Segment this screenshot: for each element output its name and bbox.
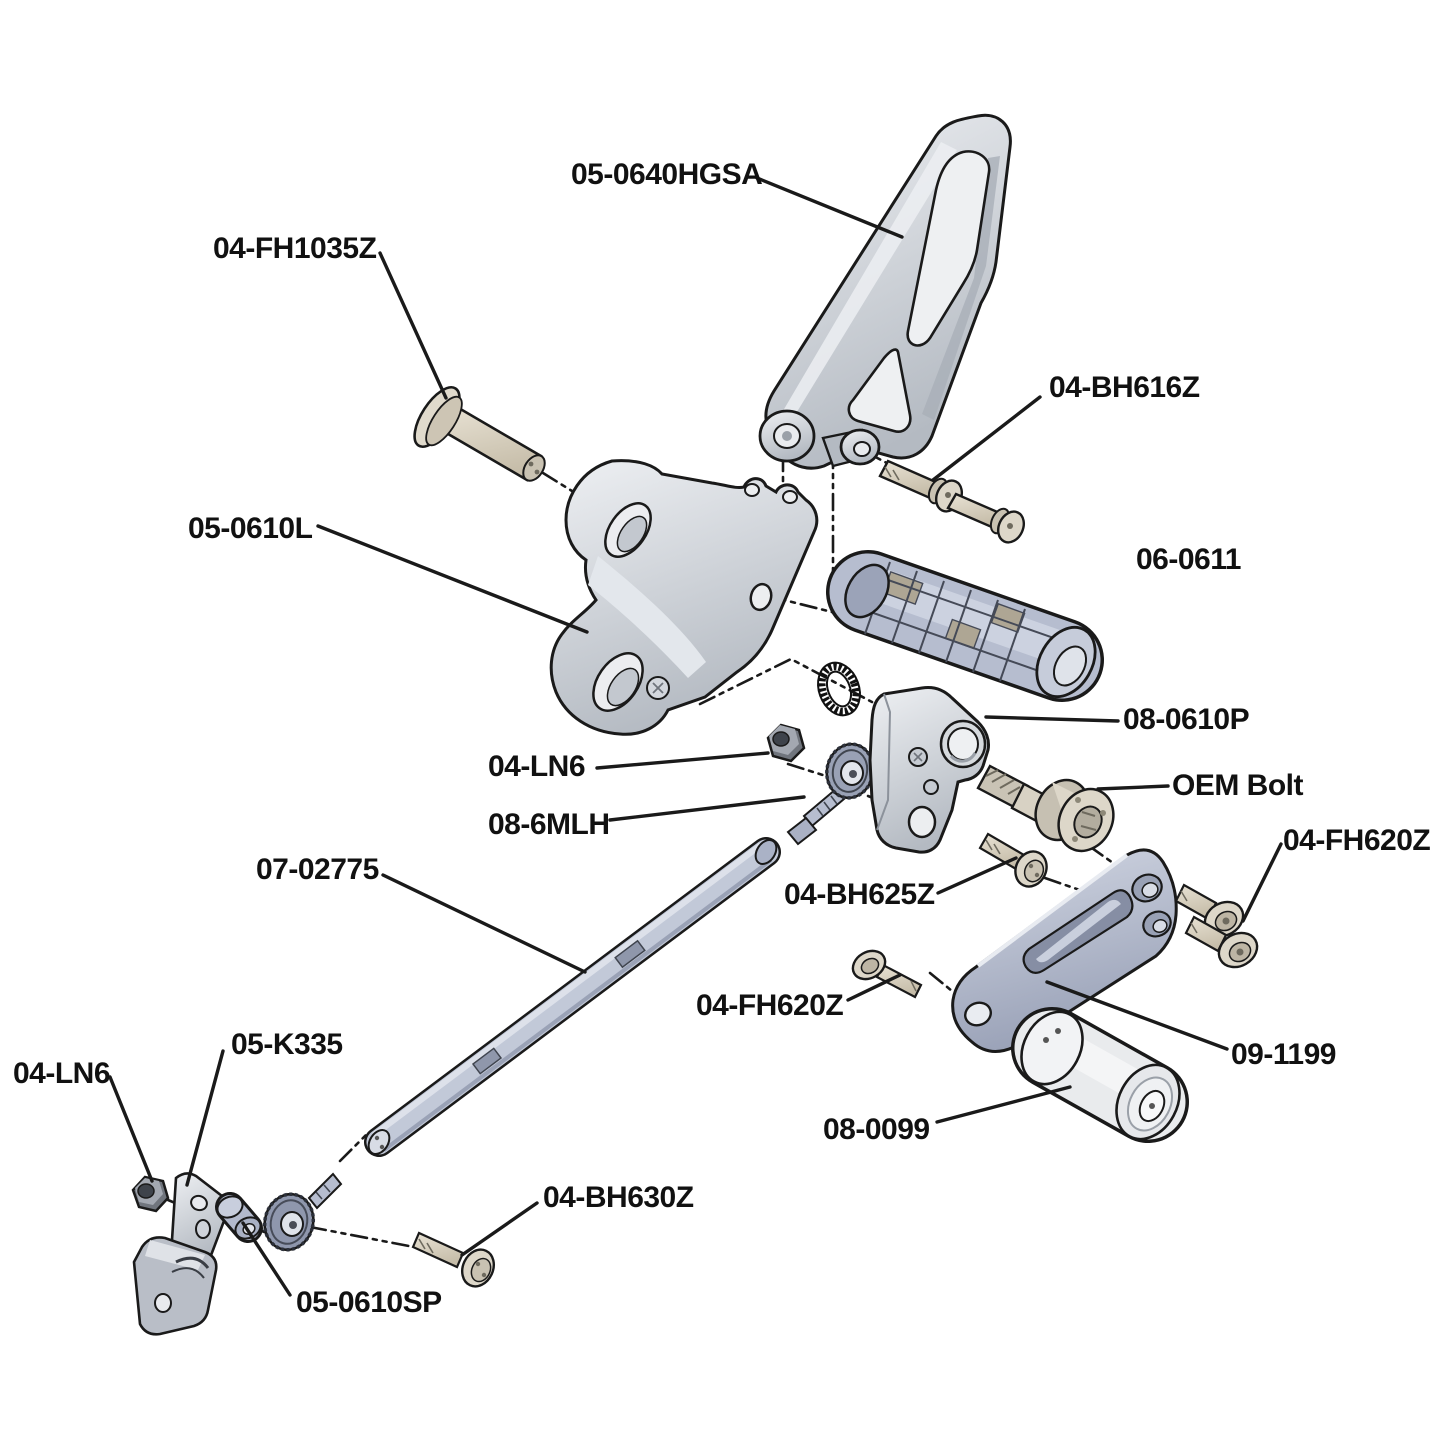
part-footpeg-06-0611 bbox=[826, 550, 1104, 702]
spacer-08-0099 bbox=[1011, 1007, 1189, 1143]
part-label-0610l: 05-0610L bbox=[188, 512, 313, 545]
leader-bh630z bbox=[460, 1201, 539, 1257]
part-peg-mount-08-0610p bbox=[868, 686, 990, 854]
part-label-oem-bolt: OEM Bolt bbox=[1172, 769, 1304, 802]
part-label-ln6-middle: 04-LN6 bbox=[488, 750, 586, 783]
part-label-0099: 08-0099 bbox=[823, 1113, 930, 1146]
leader-oem-bolt bbox=[1096, 784, 1170, 791]
leader-fh620z-low bbox=[846, 973, 902, 1002]
part-heel-guard-05-0640hgsa bbox=[758, 113, 1012, 470]
part-label-bh616z: 04-BH616Z bbox=[1049, 371, 1200, 404]
part-label-02775: 07-02775 bbox=[256, 853, 379, 886]
leader-ln6-low bbox=[108, 1075, 154, 1183]
nut-04-ln6-lower bbox=[131, 1175, 170, 1213]
bolt-04-fh1035z bbox=[413, 386, 546, 482]
bolts-04-bh616z bbox=[878, 459, 1026, 544]
o-ring bbox=[817, 661, 861, 717]
spacer-05-0610sp bbox=[215, 1192, 263, 1243]
oem-bolt bbox=[976, 764, 1115, 853]
leader-bh625z bbox=[936, 856, 1018, 895]
part-label-1199: 09-1199 bbox=[1231, 1038, 1336, 1071]
rod-end-lower bbox=[262, 1172, 343, 1252]
bolts-04-fh620z-right bbox=[1174, 883, 1259, 969]
leader-1199 bbox=[1045, 980, 1229, 1051]
part-label-ln6-lower: 04-LN6 bbox=[13, 1057, 111, 1090]
leader-0610sp bbox=[241, 1221, 292, 1297]
leader-6mlh bbox=[608, 795, 806, 822]
leader-lines bbox=[108, 176, 1283, 1297]
part-label-fh1035z: 04-FH1035Z bbox=[213, 232, 377, 265]
leader-ln6-mid bbox=[595, 751, 770, 770]
part-shift-arm-09-1199 bbox=[951, 848, 1178, 1053]
bolt-04-fh620z-lower bbox=[851, 949, 923, 999]
leader-0610l bbox=[316, 524, 589, 634]
leader-02775 bbox=[381, 873, 587, 974]
part-label-heel-guard: 05-0640HGSA bbox=[571, 158, 763, 191]
leader-heel-guard bbox=[755, 176, 904, 239]
leader-k335 bbox=[185, 1049, 225, 1187]
part-label-k335: 05-K335 bbox=[231, 1028, 343, 1061]
leader-fh1035z bbox=[378, 251, 448, 400]
leader-bh616z bbox=[931, 395, 1042, 482]
nut-04-ln6-middle bbox=[766, 723, 806, 763]
part-label-0611: 06-0611 bbox=[1136, 543, 1241, 576]
part-label-fh620z-lower: 04-FH620Z bbox=[696, 989, 844, 1022]
bolt-04-bh625z bbox=[978, 832, 1048, 888]
bolt-04-bh630z bbox=[411, 1231, 495, 1288]
part-label-0610p: 08-0610P bbox=[1123, 703, 1250, 736]
rod-end-08-6mlh bbox=[786, 742, 875, 846]
part-label-bh625z: 04-BH625Z bbox=[784, 878, 935, 911]
part-label-fh620z-right: 04-FH620Z bbox=[1283, 824, 1431, 857]
part-label-6mlh: 08-6MLH bbox=[488, 808, 610, 841]
part-bracket-05-0610l bbox=[549, 459, 819, 736]
part-label-bh630z: 04-BH630Z bbox=[543, 1181, 694, 1214]
leader-0099 bbox=[935, 1085, 1072, 1124]
leader-0610p bbox=[984, 715, 1120, 723]
part-shift-rod-07-02775 bbox=[364, 837, 781, 1157]
leader-fh620z-right bbox=[1241, 842, 1283, 923]
part-label-0610sp: 05-0610SP bbox=[296, 1286, 442, 1319]
